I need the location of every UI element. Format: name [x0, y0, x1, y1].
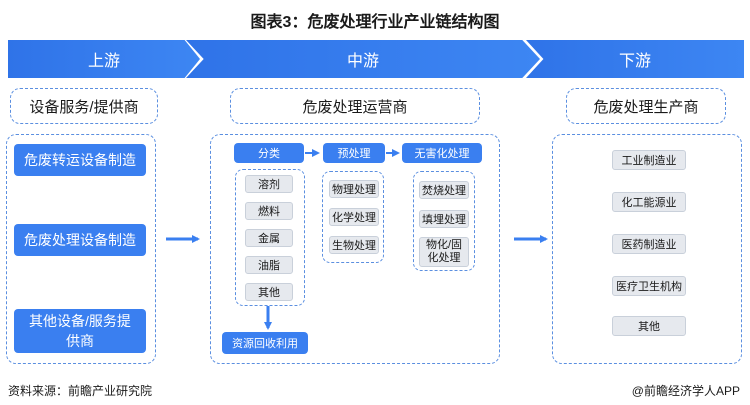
- down-medical: 医疗卫生机构: [612, 276, 686, 296]
- resource-recycling: 资源回收利用: [222, 332, 308, 354]
- pre-biological: 生物处理: [329, 236, 379, 254]
- step-classification: 分类: [234, 143, 304, 163]
- harmless-group: [413, 171, 475, 271]
- harm-landfill: 填埋处理: [419, 210, 469, 228]
- class-grease: 油脂: [245, 256, 293, 274]
- chart-title: 图表3：危废处理行业产业链结构图: [250, 14, 500, 31]
- midstream-header: 危废处理运营商: [230, 88, 480, 124]
- down-other: 其他: [612, 316, 686, 336]
- class-fuel: 燃料: [245, 202, 293, 220]
- down-pharma: 医药制造业: [612, 234, 686, 254]
- harm-incineration: 焚烧处理: [419, 181, 469, 199]
- upstream-item-other-equipment: 其他设备/服务提供商: [14, 309, 146, 353]
- harm-physicochemical: 物化/固化处理: [419, 237, 469, 267]
- pre-physical: 物理处理: [329, 180, 379, 198]
- stage-upstream: 上游: [8, 40, 200, 78]
- brand-note: @前瞻经济学人APP: [631, 384, 740, 398]
- pretreatment-group: [322, 171, 384, 263]
- down-industrial: 工业制造业: [612, 150, 686, 170]
- upstream-item-treatment-equipment: 危废处理设备制造: [14, 224, 146, 256]
- source-note: 资料来源：前瞻产业研究院: [8, 384, 153, 398]
- upstream-item-transport-equipment: 危废转运设备制造: [14, 144, 146, 176]
- downstream-header: 危废处理生产商: [566, 88, 726, 124]
- upstream-header: 设备服务/提供商: [10, 88, 158, 124]
- pre-chemical: 化学处理: [329, 208, 379, 226]
- class-solvent: 溶剂: [245, 175, 293, 193]
- stage-midstream: 中游: [186, 40, 540, 78]
- class-other: 其他: [245, 283, 293, 301]
- stage-downstream: 下游: [526, 40, 744, 78]
- down-chem-energy: 化工能源业: [612, 192, 686, 212]
- step-pretreatment: 预处理: [323, 143, 385, 163]
- classification-group: [235, 169, 305, 306]
- class-metal: 金属: [245, 229, 293, 247]
- step-harmless: 无害化处理: [402, 143, 482, 163]
